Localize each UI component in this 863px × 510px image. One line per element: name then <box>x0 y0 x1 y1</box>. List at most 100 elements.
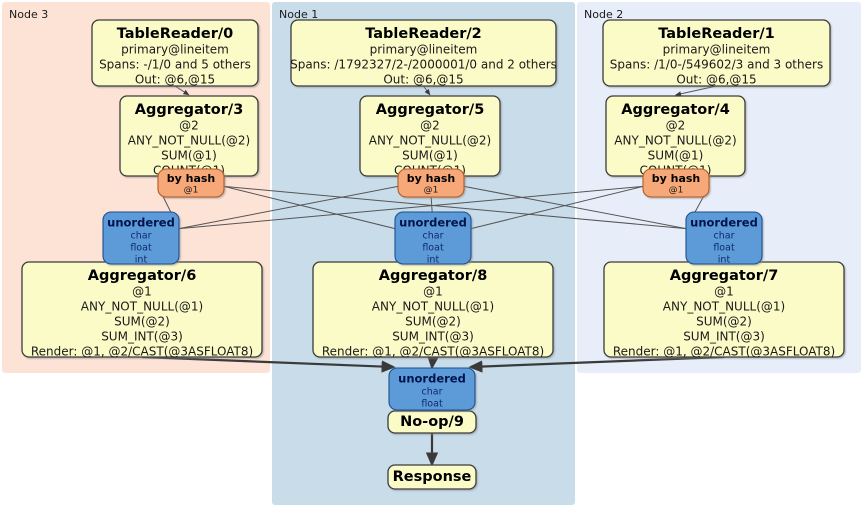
node-region-label: Node 3 <box>9 8 48 21</box>
output-router-title: by hash <box>407 172 456 185</box>
edge-byhash4-to-unordered8 <box>470 185 644 230</box>
processor-detail-line: @2 <box>420 119 440 133</box>
edge-tablereader2-to-aggregator5 <box>423 85 431 96</box>
processor-body[interactable] <box>387 464 477 490</box>
processor-detail-line: ANY_NOT_NULL(@1) <box>372 300 494 314</box>
processor-detail-line: Out: @6,@15 <box>383 73 463 87</box>
processor-aggregator8[interactable]: Aggregator/8@1ANY_NOT_NULL(@1)SUM(@2)SUM… <box>312 261 554 359</box>
edge-aggregator7-to-unordered9 <box>468 355 725 373</box>
processor-title: TableReader/2 <box>365 26 482 42</box>
output-router-column: @1 <box>184 186 199 196</box>
processor-detail-line: SUM(@2) <box>696 315 752 329</box>
processor-detail-line: SUM_INT(@3) <box>683 330 765 344</box>
synchronizer-type: char <box>714 231 735 242</box>
edge-aggregator8-to-unordered9 <box>427 355 440 370</box>
output-router-byhash4[interactable]: by hash@1 <box>642 168 710 198</box>
processor-aggregator6[interactable]: Aggregator/6@1ANY_NOT_NULL(@1)SUM(@2)SUM… <box>21 261 263 359</box>
edge-byhash3-to-unordered7 <box>223 185 687 230</box>
processor-detail-line: @1 <box>714 285 734 299</box>
synchronizer-type: float <box>130 243 152 254</box>
processor-detail-line: Render: @1, @2/CAST(@3ASFLOAT8) <box>31 345 253 359</box>
processor-title: Response <box>393 469 472 485</box>
processor-aggregator4[interactable]: Aggregator/4@2ANY_NOT_NULL(@2)SUM(@1)COU… <box>605 95 746 178</box>
processor-detail-line: SUM_INT(@3) <box>392 330 474 344</box>
synchronizer-type: float <box>422 243 444 254</box>
output-router-column: @1 <box>669 186 684 196</box>
synchronizer-type: int <box>135 255 148 266</box>
synchronizer-title: unordered <box>399 216 467 230</box>
processor-body[interactable] <box>290 19 557 87</box>
synchronizer-type: int <box>427 255 440 266</box>
processor-body[interactable] <box>387 410 477 434</box>
node-region-label: Node 1 <box>279 8 318 21</box>
edge-byhash4-to-unordered6 <box>178 185 644 230</box>
synchronizer-body[interactable] <box>685 211 763 265</box>
processor-detail-line: Render: @1, @2/CAST(@3ASFLOAT8) <box>613 345 835 359</box>
processor-detail-line: Spans: -/1/0 and 5 others <box>99 58 251 72</box>
processor-detail-line: Render: @1, @2/CAST(@3ASFLOAT8) <box>322 345 544 359</box>
processor-detail-line: ANY_NOT_NULL(@1) <box>81 300 203 314</box>
synchronizer-type: float <box>421 399 443 410</box>
processor-detail-line: Spans: /1792327/2-/2000001/0 and 2 other… <box>290 58 557 72</box>
processor-detail-line: SUM(@2) <box>114 315 170 329</box>
processor-detail-line: primary@lineitem <box>370 43 478 57</box>
processor-title: TableReader/0 <box>117 26 234 42</box>
synchronizer-type: char <box>131 231 152 242</box>
processor-detail-line: @1 <box>132 285 152 299</box>
synchronizer-title: unordered <box>398 372 466 386</box>
processor-title: Aggregator/6 <box>88 268 197 284</box>
output-router-byhash3[interactable]: by hash@1 <box>157 168 225 198</box>
processor-detail-line: primary@lineitem <box>121 43 229 57</box>
output-router-title: by hash <box>652 172 701 185</box>
processor-aggregator7[interactable]: Aggregator/7@1ANY_NOT_NULL(@1)SUM(@2)SUM… <box>603 261 845 359</box>
processor-body[interactable] <box>91 19 259 87</box>
processor-body[interactable] <box>602 19 831 87</box>
output-router-title: by hash <box>167 172 216 185</box>
processor-title: Aggregator/8 <box>379 268 488 284</box>
processor-detail-line: ANY_NOT_NULL(@2) <box>128 134 250 148</box>
synchronizer-type: char <box>422 387 443 398</box>
processor-detail-line: SUM_INT(@3) <box>101 330 183 344</box>
processor-title: Aggregator/3 <box>135 102 244 118</box>
edge-aggregator6-to-unordered9 <box>141 355 396 373</box>
edge-byhash5-to-unordered7 <box>463 185 687 230</box>
processor-response[interactable]: Response <box>387 464 477 490</box>
processor-detail-line: ANY_NOT_NULL(@2) <box>614 134 736 148</box>
synchronizer-body[interactable] <box>388 367 476 411</box>
processor-aggregator5[interactable]: Aggregator/5@2ANY_NOT_NULL(@2)SUM(@1)COU… <box>359 95 501 178</box>
processor-detail-line: ANY_NOT_NULL(@2) <box>369 134 491 148</box>
processor-detail-line: Spans: /1/0-/549602/3 and 3 others <box>610 58 823 72</box>
processor-title: Aggregator/5 <box>376 102 485 118</box>
edge-byhash5-to-unordered6 <box>178 185 399 230</box>
processor-detail-line: @1 <box>423 285 443 299</box>
synchronizer-body[interactable] <box>102 211 180 265</box>
edge-byhash3-to-unordered8 <box>223 185 396 230</box>
synchronizer-title: unordered <box>107 216 175 230</box>
synchronizer-body[interactable] <box>394 211 472 265</box>
processor-aggregator3[interactable]: Aggregator/3@2ANY_NOT_NULL(@2)SUM(@1)COU… <box>119 95 259 178</box>
processor-detail-line: SUM(@1) <box>161 149 217 163</box>
processor-detail-line: Out: @6,@15 <box>676 73 756 87</box>
processor-detail-line: @2 <box>666 119 686 133</box>
processor-detail-line: SUM(@1) <box>648 149 704 163</box>
output-router-body[interactable] <box>397 168 465 198</box>
processor-noop9[interactable]: No-op/9 <box>387 410 477 434</box>
synchronizer-type: int <box>718 255 731 266</box>
output-router-body[interactable] <box>157 168 225 198</box>
synchronizer-title: unordered <box>690 216 758 230</box>
processor-detail-line: ANY_NOT_NULL(@1) <box>663 300 785 314</box>
output-router-body[interactable] <box>642 168 710 198</box>
processor-title: TableReader/1 <box>658 26 775 42</box>
output-router-byhash5[interactable]: by hash@1 <box>397 168 465 198</box>
processor-detail-line: Out: @6,@15 <box>135 73 215 87</box>
